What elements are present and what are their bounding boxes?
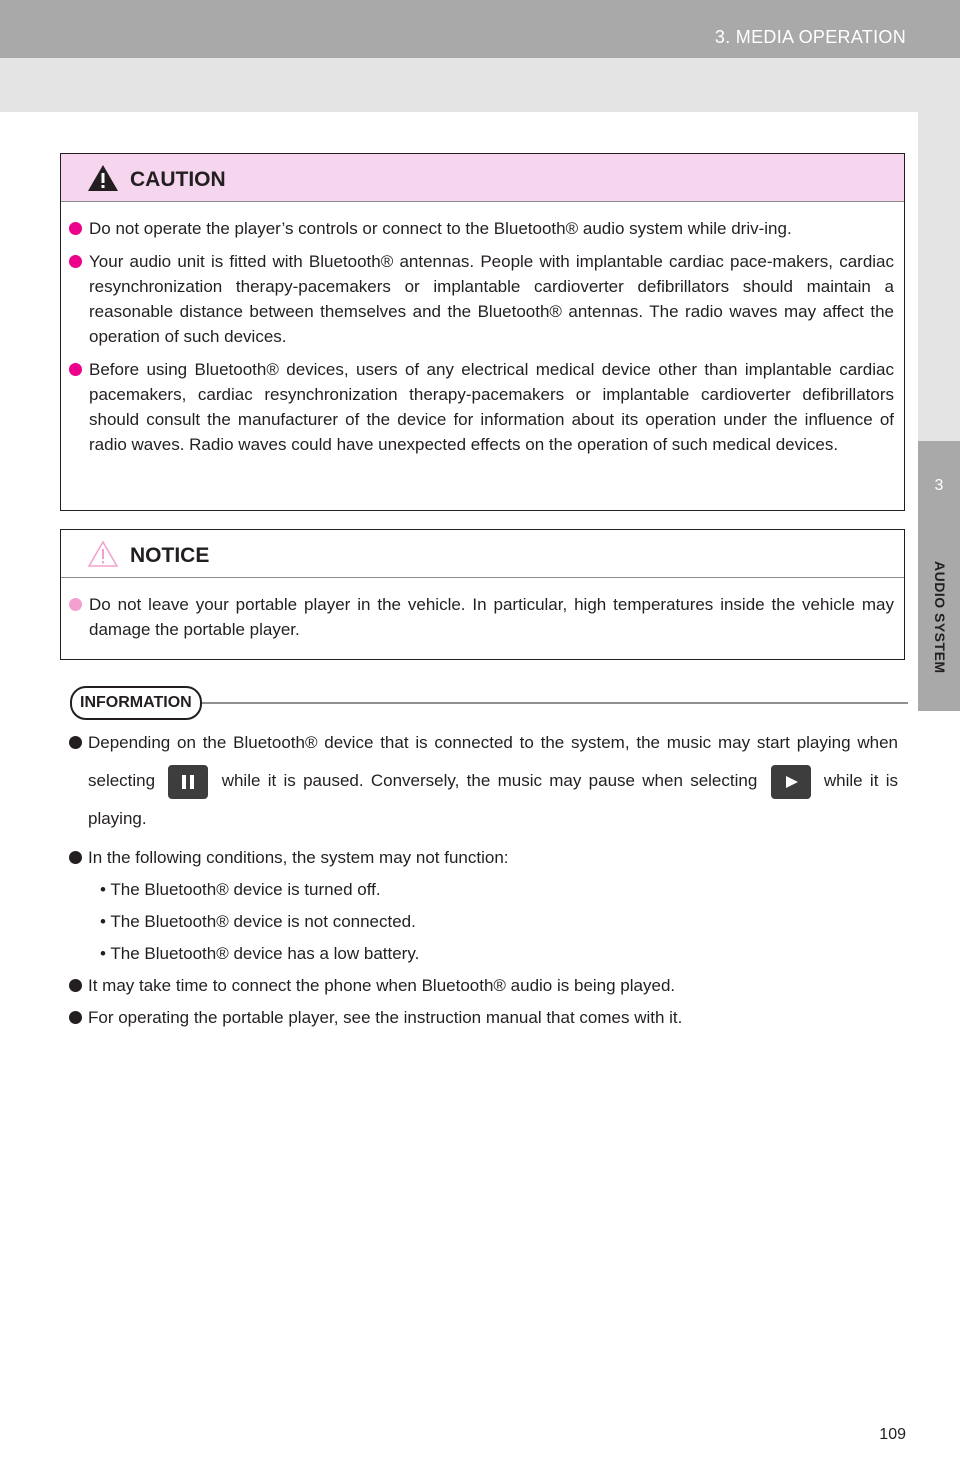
information-rule xyxy=(70,702,908,704)
side-tab-number: 3 xyxy=(934,477,944,494)
side-tab: 3 AUDIO SYSTEM xyxy=(918,441,960,711)
information-label: INFORMATION xyxy=(70,686,202,720)
caution-item: Before using Bluetooth® devices, users o… xyxy=(69,357,894,457)
bullet-icon xyxy=(69,598,82,611)
page-number: 109 xyxy=(879,1426,906,1443)
information-list: Depending on the Bluetooth® device that … xyxy=(69,724,898,1037)
side-tab-spacer xyxy=(918,112,960,441)
bullet-icon xyxy=(69,363,82,376)
play-button-icon xyxy=(770,764,811,799)
notice-triangle-icon xyxy=(87,540,119,567)
notice-title: NOTICE xyxy=(130,544,210,567)
bullet-icon xyxy=(69,851,82,864)
information-item: Depending on the Bluetooth® device that … xyxy=(69,724,898,838)
information-subitem: • The Bluetooth® device has a low batter… xyxy=(100,944,420,963)
header-bar xyxy=(0,0,960,58)
bullet-icon xyxy=(69,736,82,749)
information-item: It may take time to connect the phone wh… xyxy=(69,973,898,998)
pause-button-icon xyxy=(168,764,209,799)
information-item: For operating the portable player, see t… xyxy=(69,1005,898,1030)
notice-item: Do not leave your portable player in the… xyxy=(69,592,894,642)
caution-header: CAUTION xyxy=(61,154,904,202)
information-subitem: • The Bluetooth® device is not connected… xyxy=(100,912,416,931)
caution-item: Your audio unit is fitted with Bluetooth… xyxy=(69,249,894,349)
warning-triangle-icon xyxy=(88,165,118,191)
caution-title: CAUTION xyxy=(130,168,226,191)
notice-box: NOTICE Do not leave your portable player… xyxy=(60,529,905,660)
bullet-icon xyxy=(69,222,82,235)
information-item: In the following conditions, the system … xyxy=(69,845,898,870)
notice-header: NOTICE xyxy=(61,530,904,578)
header-band xyxy=(0,58,960,112)
caution-box: CAUTION Do not operate the player’s cont… xyxy=(60,153,905,511)
side-tab-label: AUDIO SYSTEM xyxy=(932,561,948,674)
information-subitem: • The Bluetooth® device is turned off. xyxy=(100,880,381,899)
section-title: 3. MEDIA OPERATION xyxy=(714,27,906,47)
bullet-icon xyxy=(69,1011,82,1024)
bullet-icon xyxy=(69,255,82,268)
bullet-icon xyxy=(69,979,82,992)
caution-item: Do not operate the player’s controls or … xyxy=(69,216,894,241)
